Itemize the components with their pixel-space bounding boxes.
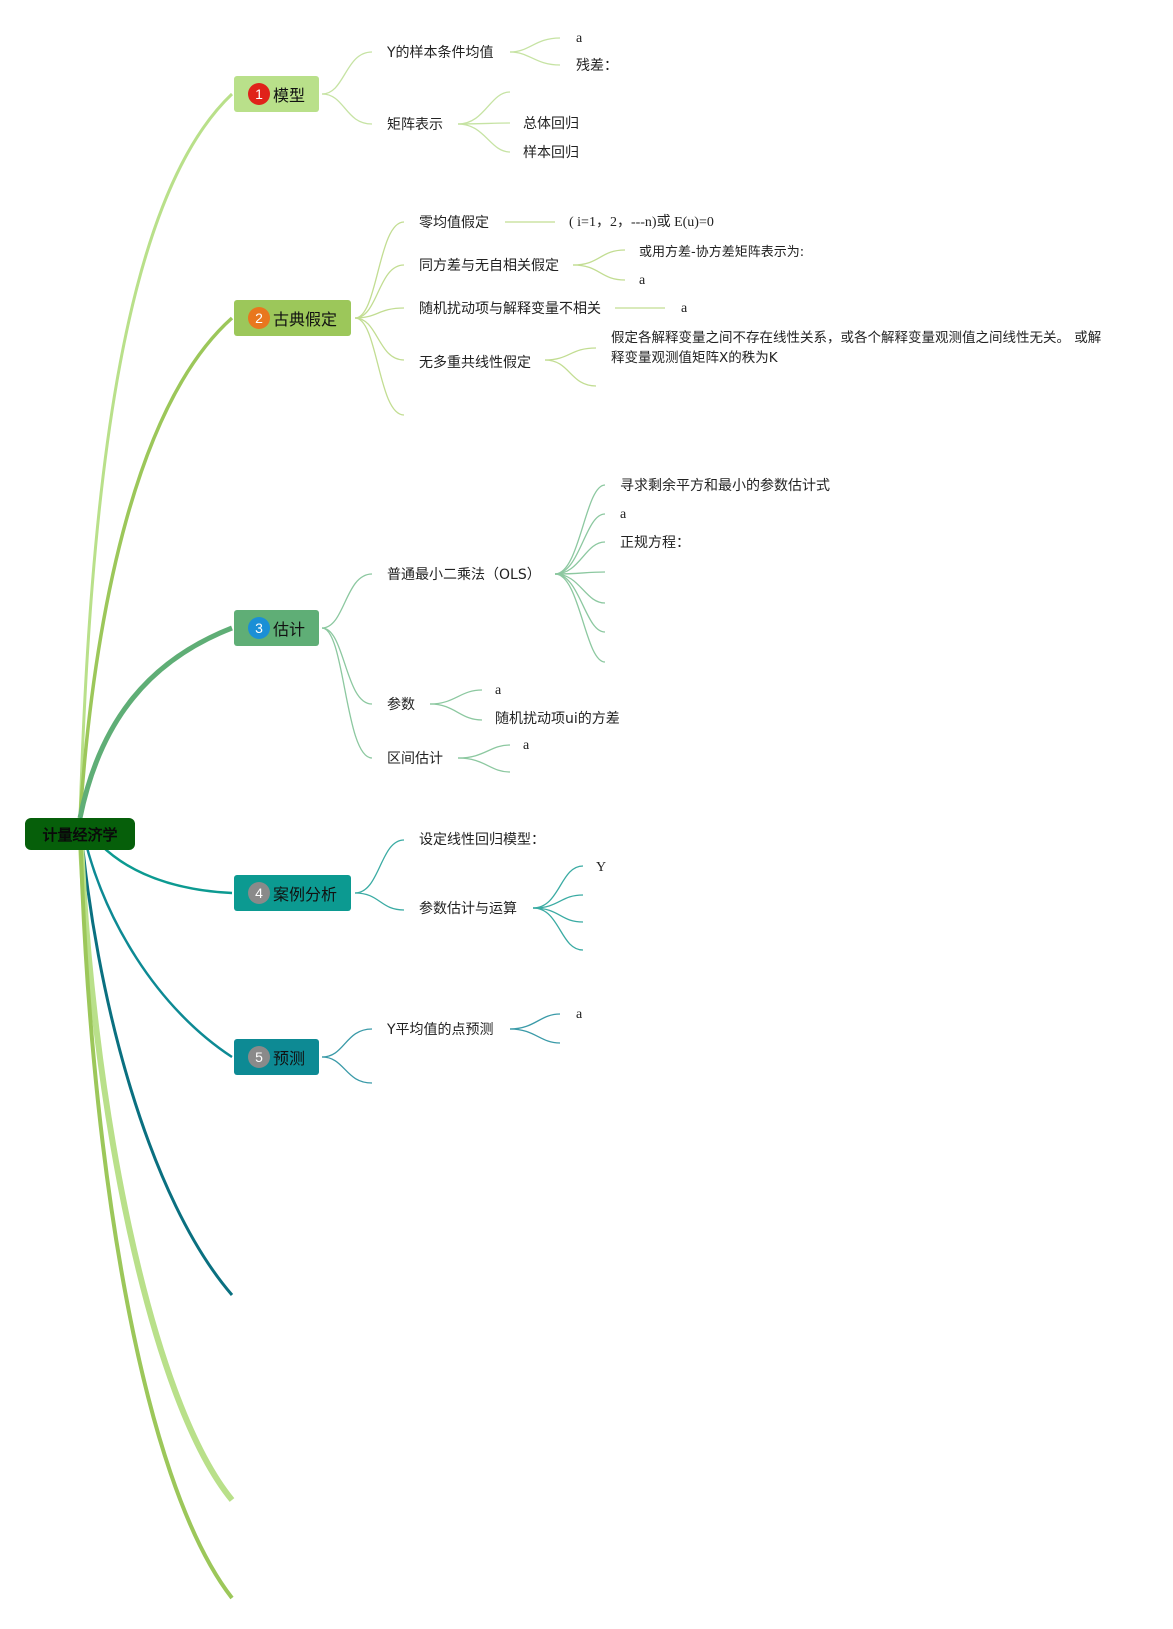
number-1-icon: 1 <box>248 83 270 105</box>
node-point-forecast-a[interactable]: a <box>576 1007 583 1022</box>
node-homoscedasticity-a[interactable]: a <box>639 273 646 288</box>
node-matrix[interactable]: 矩阵表示 <box>387 117 443 133</box>
number-5-icon: 5 <box>248 1046 270 1068</box>
topic-label: 模型 <box>273 86 306 105</box>
trunk-model <box>78 92 234 819</box>
number-3-icon: 3 <box>248 617 270 639</box>
node-point-forecast[interactable]: Y平均值的点预测 <box>387 1022 494 1038</box>
node-independence-a[interactable]: a <box>681 301 688 316</box>
trunk-extra-1 <box>78 817 234 1296</box>
node-model-setup[interactable]: 设定线性回归模型： <box>419 832 545 848</box>
node-zero-mean-equation[interactable]: ( i=1，2，---n)或 E(u)=0 <box>569 215 714 230</box>
node-ols[interactable]: 普通最小二乘法（OLS） <box>387 567 541 583</box>
topic-label: 估计 <box>273 620 306 639</box>
node-params[interactable]: 参数 <box>387 697 415 713</box>
trunk-extra-2 <box>77 817 235 1502</box>
node-conditional-mean-a[interactable]: a <box>576 31 583 46</box>
topic-estimation[interactable]: 3 估计 <box>234 610 320 646</box>
topic-case-analysis[interactable]: 4 案例分析 <box>234 875 352 911</box>
node-disturbance-variance[interactable]: 随机扰动项ui的方差 <box>495 711 620 727</box>
topic-model[interactable]: 1 模型 <box>234 76 320 112</box>
node-population-regression[interactable]: 总体回归 <box>523 116 579 132</box>
trunk-assumptions <box>78 316 234 819</box>
node-homoscedasticity[interactable]: 同方差与无自相关假定 <box>419 258 559 274</box>
number-4-icon: 4 <box>248 882 270 904</box>
node-interval-a[interactable]: a <box>523 738 530 753</box>
node-conditional-mean[interactable]: Y的样本条件均值 <box>387 45 494 61</box>
node-no-multicollinearity[interactable]: 无多重共线性假定 <box>419 355 531 371</box>
node-independence[interactable]: 随机扰动项与解释变量不相关 <box>419 301 601 317</box>
node-calc-y[interactable]: Y <box>596 860 607 875</box>
topic-label: 古典假定 <box>273 310 338 329</box>
node-no-multicollinearity-text[interactable]: 假定各解释变量之间不存在线性关系，或各个解释变量观测值之间线性无关。 或解释变量… <box>611 330 1102 366</box>
node-homoscedasticity-matrix[interactable]: 或用方差-协方差矩阵表示为: <box>639 245 805 260</box>
node-ols-a[interactable]: a <box>620 507 627 522</box>
topic-label: 案例分析 <box>273 885 338 904</box>
node-interval-estimation[interactable]: 区间估计 <box>387 751 443 767</box>
trunk-estimation <box>77 625 233 819</box>
topic-label: 预测 <box>273 1049 306 1068</box>
node-residual[interactable]: 残差： <box>576 58 618 74</box>
trunk-extra-3 <box>78 817 234 1600</box>
node-zero-mean[interactable]: 零均值假定 <box>419 215 489 231</box>
node-sample-regression[interactable]: 样本回归 <box>523 145 579 161</box>
node-normal-equation[interactable]: 正规方程： <box>620 535 690 551</box>
topic-assumptions[interactable]: 2 古典假定 <box>234 300 352 336</box>
node-params-a[interactable]: a <box>495 683 502 698</box>
topic-forecast[interactable]: 5 预测 <box>234 1039 320 1075</box>
root-node[interactable]: 计量经济学 <box>25 818 135 850</box>
node-parameter-calculation[interactable]: 参数估计与运算 <box>419 901 517 917</box>
number-2-icon: 2 <box>248 307 270 329</box>
node-ols-min-sse[interactable]: 寻求剩余平方和最小的参数估计式 <box>620 478 830 494</box>
root-label: 计量经济学 <box>42 825 118 844</box>
trunk-forecast <box>78 817 233 1059</box>
